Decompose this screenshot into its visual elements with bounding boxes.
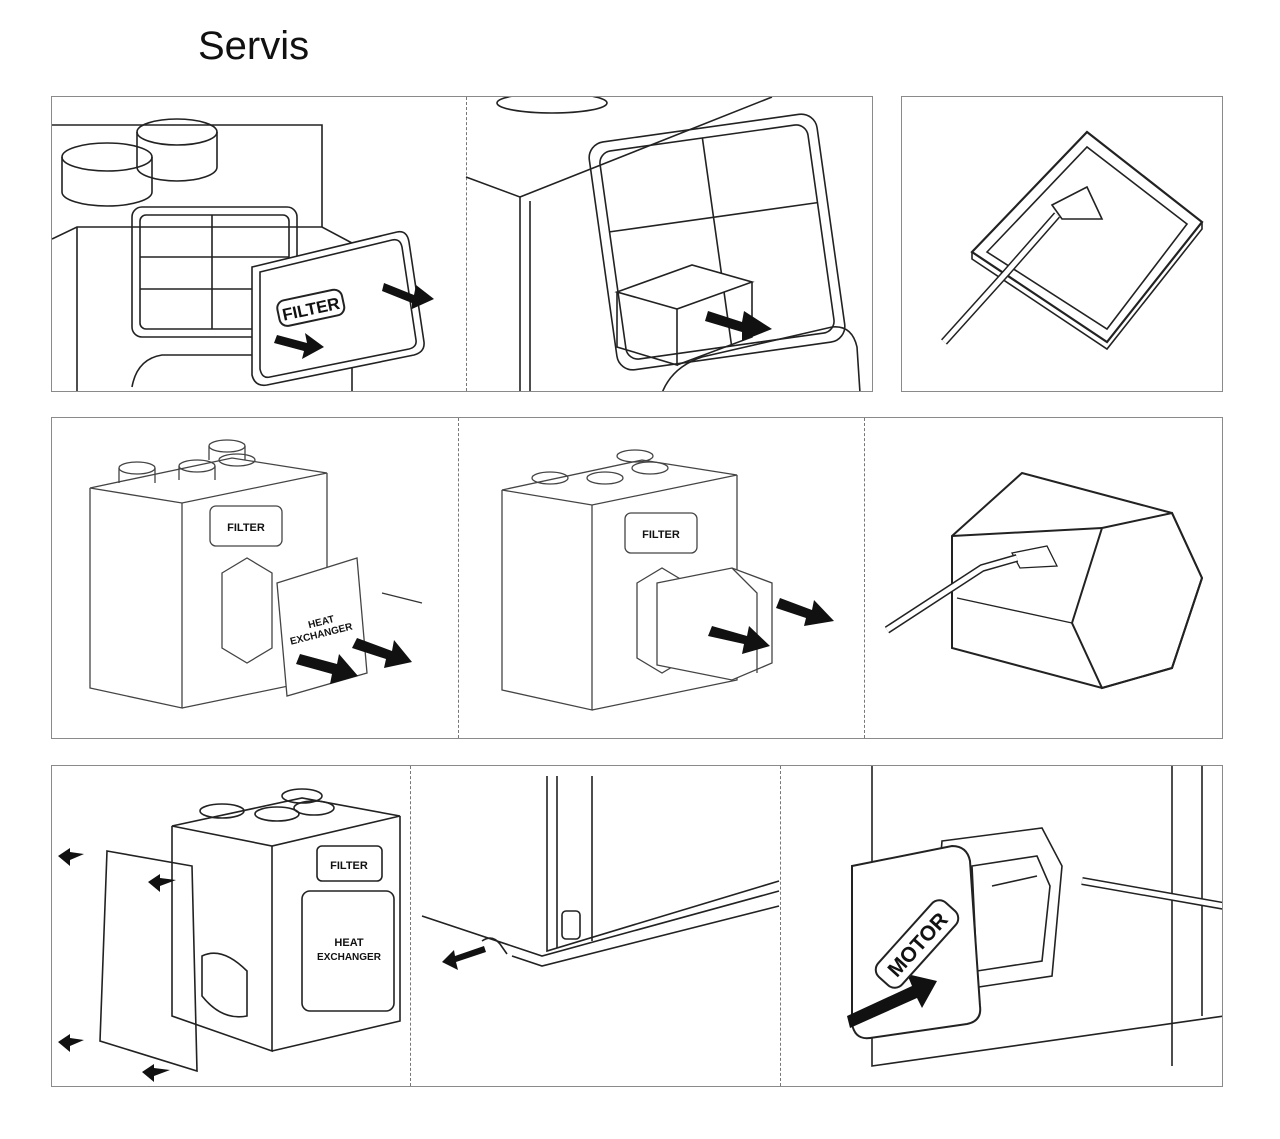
page-title: Servis <box>198 24 310 68</box>
panel-row-2: FILTER FILTER HEAT EXCHANGER <box>51 417 1223 739</box>
filter-label: FILTER <box>227 522 265 534</box>
step-divider <box>458 418 459 738</box>
exchanger-label: EXCHANGER <box>317 952 382 963</box>
motor-removal-illustration: FILTER HEAT EXCHANGER MOTOR <box>58 766 1222 1082</box>
step-divider <box>466 97 467 391</box>
filter-label: FILTER <box>330 860 368 872</box>
heat-exchanger-removal-illustration: FILTER FILTER HEAT EXCHANGER <box>89 439 1204 711</box>
heat-label: HEAT <box>334 937 363 949</box>
panel-row-1: FILTER <box>51 96 873 392</box>
panel-row-3: FILTER HEAT EXCHANGER MOTOR <box>51 765 1223 1087</box>
filter-removal-illustration: FILTER <box>52 97 861 391</box>
step-divider <box>780 766 781 1086</box>
panel-row-1-cleaning <box>901 96 1223 392</box>
filter-vacuum-illustration <box>941 130 1204 351</box>
step-divider <box>864 418 865 738</box>
filter-label: FILTER <box>642 529 680 541</box>
step-divider <box>410 766 411 1086</box>
